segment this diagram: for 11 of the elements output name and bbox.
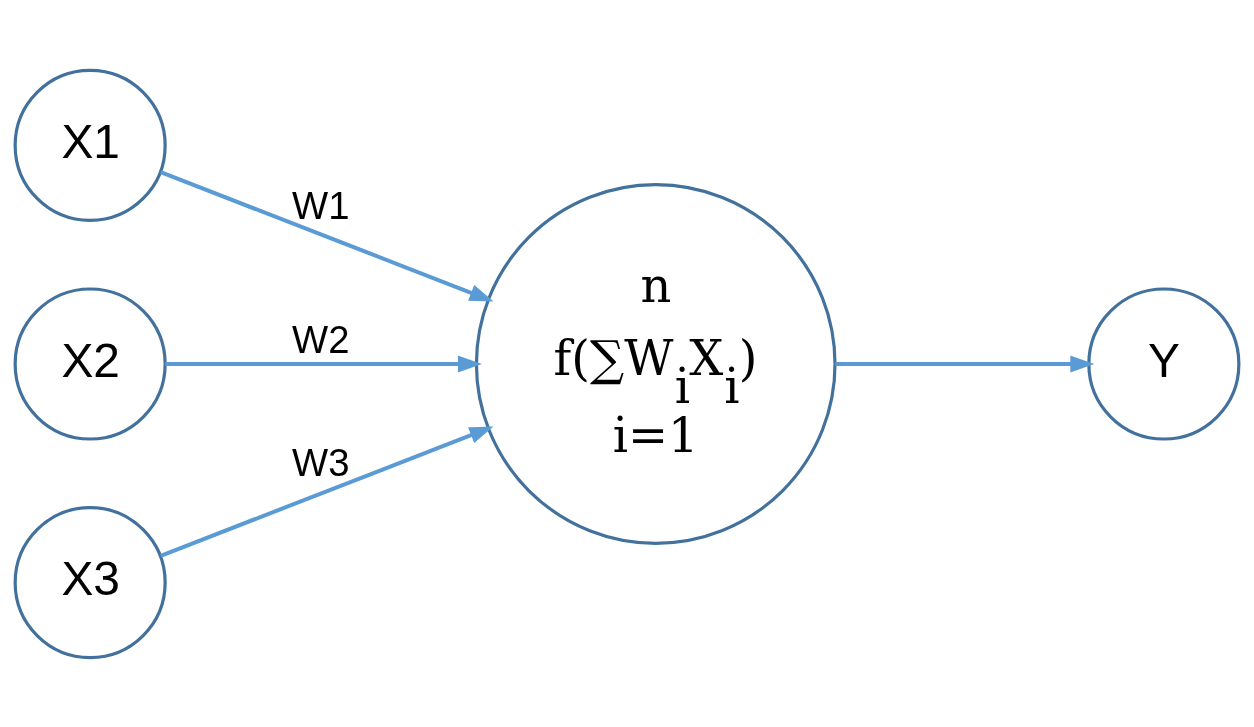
arrow (165, 355, 482, 372)
arrow (835, 355, 1095, 372)
node-circle: X1 (13, 68, 167, 222)
arrow (159, 169, 494, 302)
node-circle: X2 (13, 286, 167, 441)
arrow (159, 425, 494, 558)
node-circle: Y (1087, 286, 1241, 441)
edge-label: W2 (292, 317, 350, 361)
edge-label: W1 (292, 183, 350, 227)
node-circle: X3 (13, 505, 167, 659)
edge-label: W3 (292, 440, 350, 484)
